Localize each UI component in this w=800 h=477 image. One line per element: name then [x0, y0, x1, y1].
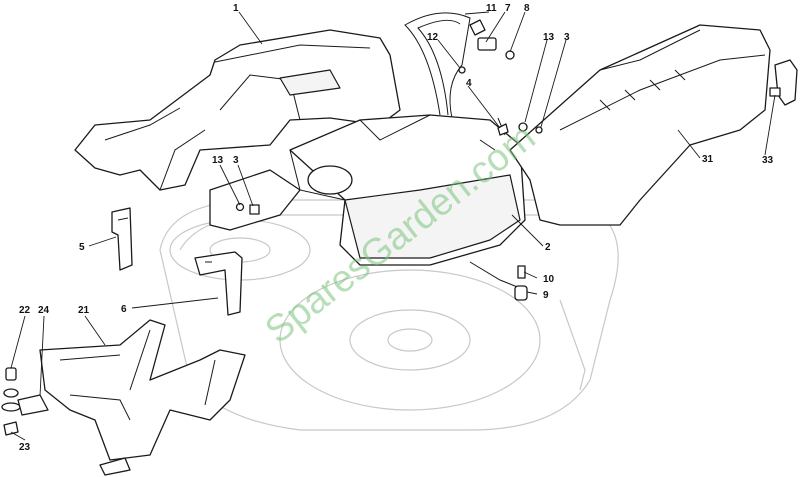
callout-4: 4: [466, 78, 472, 89]
chute-housing-part: [289, 114, 526, 266]
callout-23: 23: [19, 442, 31, 453]
top-hardware: [458, 19, 543, 136]
callout-33: 33: [762, 155, 774, 166]
hose-12-inner: [417, 19, 461, 116]
callout-3a: 3: [564, 32, 570, 43]
callout-7: 7: [505, 3, 511, 14]
callout-1: 1: [233, 3, 239, 14]
callout-9: 9: [543, 290, 549, 301]
callout-22: 22: [19, 305, 31, 316]
callout-13b: 13: [212, 155, 224, 166]
fitting-parts-9-10: [469, 261, 528, 301]
clip-part-33: [769, 59, 798, 106]
callout-2: 2: [545, 242, 551, 253]
callout-6: 6: [121, 304, 127, 315]
front-guard-part: [39, 319, 246, 476]
callout-24: 24: [38, 305, 50, 316]
hose-12: [404, 12, 471, 119]
callout-3b: 3: [233, 155, 239, 166]
callout-21: 21: [78, 305, 90, 316]
callout-10: 10: [543, 274, 555, 285]
bracket-part-5: [111, 207, 133, 271]
callout-31: 31: [702, 154, 714, 165]
bracket-part-6: [194, 251, 243, 316]
front-bracket: [209, 169, 301, 231]
fasteners-22-23-24: [1, 367, 49, 436]
discharge-tube-part: [509, 24, 771, 226]
leader-lines: [10, 11, 776, 441]
callout-labels: 1 11 7 8 12 13 3 4 31 33 13 3 2 5 10 9 6…: [19, 3, 774, 453]
callout-11: 11: [486, 3, 497, 14]
callout-12: 12: [427, 32, 439, 43]
callout-5: 5: [79, 242, 85, 253]
callout-13a: 13: [543, 32, 555, 43]
callout-8: 8: [524, 3, 530, 14]
